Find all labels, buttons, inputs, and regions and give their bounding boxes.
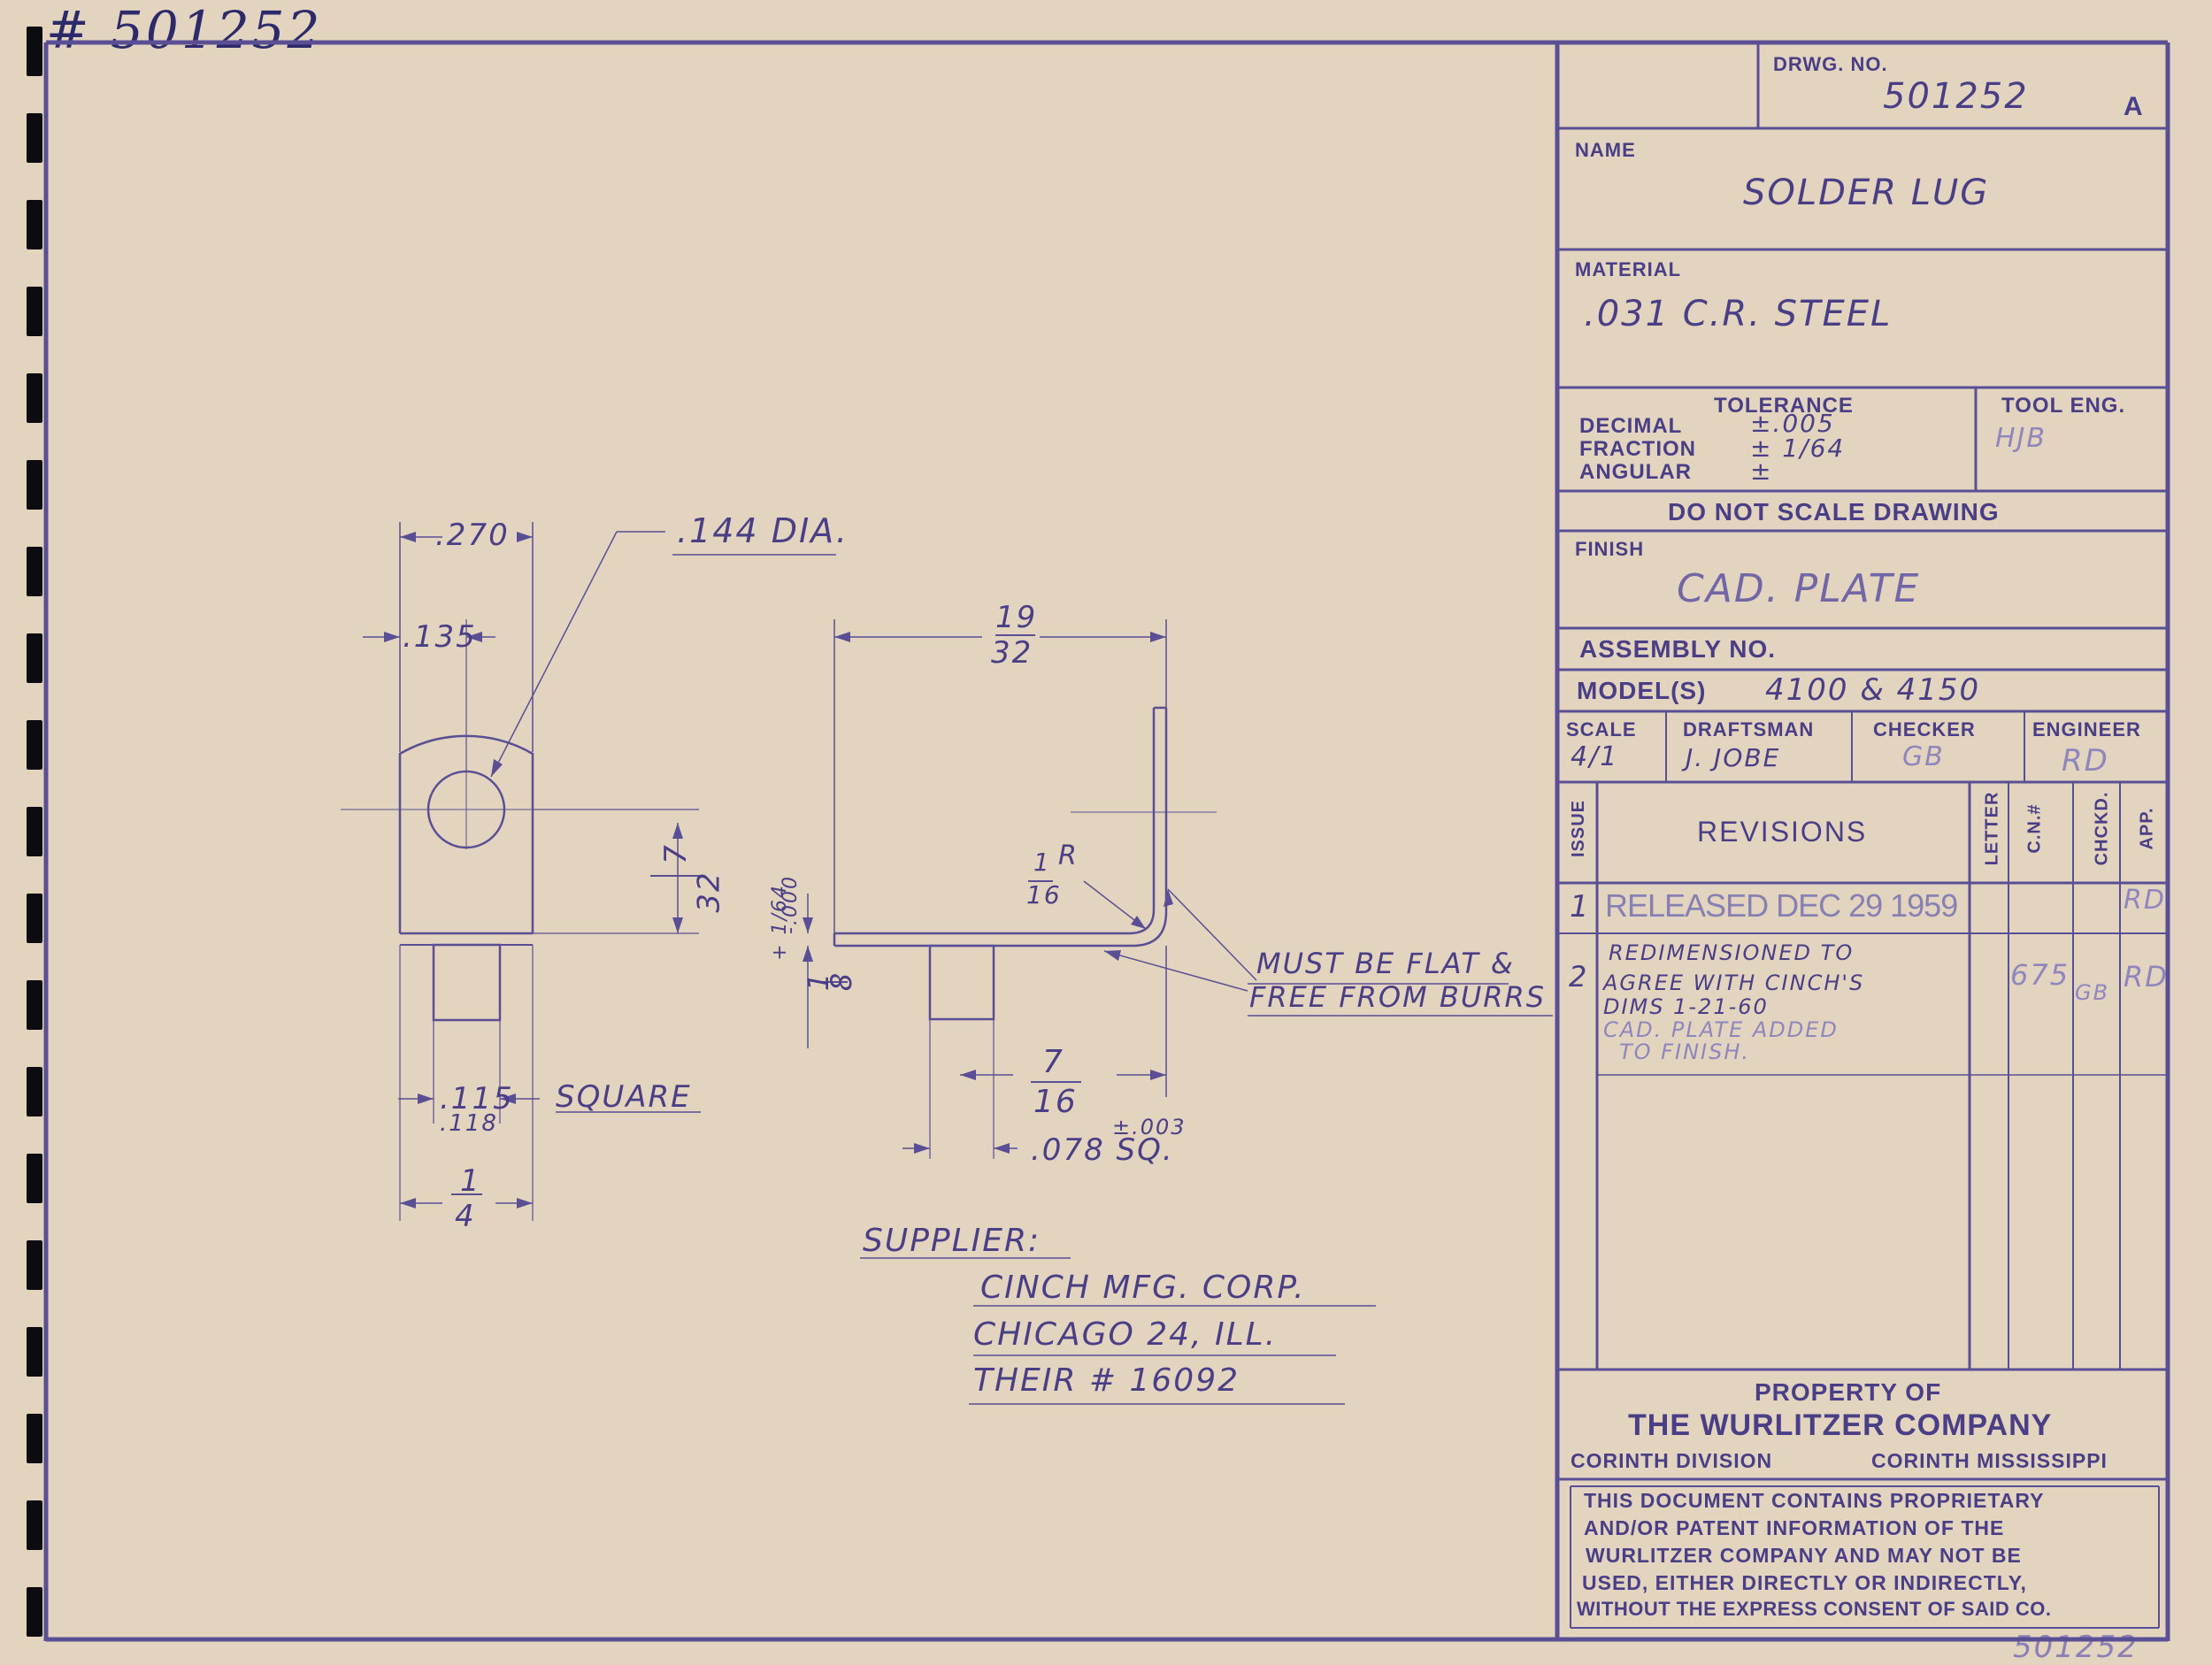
do-not-scale: DO NOT SCALE DRAWING bbox=[1668, 498, 2000, 526]
angular-label: ANGULAR bbox=[1579, 460, 1692, 484]
dim-115: .115 bbox=[440, 1081, 514, 1116]
supplier-line-1: CINCH MFG. CORP. bbox=[980, 1270, 1306, 1306]
radius-den: 16 bbox=[1026, 880, 1062, 909]
revision-1-app: RD bbox=[2124, 885, 2166, 916]
decimal-label: DECIMAL bbox=[1579, 414, 1683, 438]
square-label: SQUARE bbox=[556, 1079, 692, 1115]
tool-eng-signature: HJB bbox=[1995, 423, 2047, 454]
letter-header: LETTER bbox=[1982, 791, 2002, 866]
supplier-label: SUPPLIER: bbox=[863, 1223, 1041, 1259]
revisions-header: REVISIONS bbox=[1697, 816, 1868, 848]
scale-value: 4/1 bbox=[1571, 741, 1619, 772]
radius-num: 1 bbox=[1033, 848, 1051, 877]
dim-118: .118 bbox=[440, 1110, 498, 1137]
material-value: .031 C.R. STEEL bbox=[1584, 294, 1893, 334]
dim-19-32-num: 19 bbox=[995, 600, 1038, 635]
issue-header: ISSUE bbox=[1569, 799, 1589, 858]
revision-2-chckd: GB bbox=[2075, 980, 2110, 1005]
checker-value: GB bbox=[1902, 741, 1945, 772]
square-tolerance: ±.003 bbox=[1112, 1115, 1187, 1139]
drwg-no-label: DRWG. NO. bbox=[1773, 53, 1888, 75]
chckd-header: CHCKD. bbox=[2092, 791, 2112, 866]
finish-value: CAD. PLATE bbox=[1677, 566, 1921, 611]
note-line-2: FREE FROM BURRS bbox=[1249, 980, 1547, 1014]
supplier-line-2: CHICAGO 24, ILL. bbox=[973, 1316, 1278, 1353]
dim-1-4-num: 1 bbox=[460, 1163, 481, 1199]
supplier-line-3: THEIR # 16092 bbox=[973, 1362, 1240, 1399]
revision-2-line-3: DIMS 1-21-60 bbox=[1603, 994, 1769, 1019]
assembly-label: ASSEMBLY NO. bbox=[1579, 635, 1777, 663]
tool-eng-label: TOOL ENG. bbox=[2001, 394, 2126, 418]
division: CORINTH DIVISION bbox=[1571, 1449, 1773, 1472]
revision-2-line-4: CAD. PLATE ADDED bbox=[1603, 1017, 1839, 1042]
company-name: THE WURLITZER COMPANY bbox=[1628, 1408, 2053, 1442]
proprietary-line-4: USED, EITHER DIRECTLY OR INDIRECTLY, bbox=[1582, 1571, 2027, 1594]
dim-135: .135 bbox=[403, 619, 477, 655]
app-header: APP. bbox=[2137, 807, 2157, 850]
dim-19-32-den: 32 bbox=[991, 635, 1033, 671]
name-label: NAME bbox=[1575, 139, 1636, 161]
revision-1-text: RELEASED DEC 29 1959 bbox=[1605, 887, 1958, 924]
angular-value: ± bbox=[1750, 457, 1773, 486]
proprietary-line-5: WITHOUT THE EXPRESS CONSENT OF SAID CO. bbox=[1577, 1598, 2052, 1620]
property-of: PROPERTY OF bbox=[1755, 1378, 1942, 1406]
dim-7-16-num: 7 bbox=[1042, 1044, 1064, 1080]
dim-1-4-den: 4 bbox=[455, 1199, 476, 1234]
checker-label: CHECKER bbox=[1873, 718, 1976, 740]
finish-label: FINISH bbox=[1575, 538, 1645, 560]
note-line-1: MUST BE FLAT & bbox=[1256, 947, 1515, 980]
header-note: # 501252 bbox=[46, 0, 323, 60]
proprietary-line-3: WURLITZER COMPANY AND MAY NOT BE bbox=[1586, 1544, 2022, 1567]
proprietary-line-1: THIS DOCUMENT CONTAINS PROPRIETARY bbox=[1584, 1489, 2045, 1512]
location: CORINTH MISSISSIPPI bbox=[1871, 1449, 2108, 1472]
material-label: MATERIAL bbox=[1575, 258, 1682, 280]
revision-2-line-2: AGREE WITH CINCH'S bbox=[1603, 971, 1865, 995]
tolerance-minus: -.000 bbox=[779, 875, 802, 934]
dim-7-32-num: 7 bbox=[657, 843, 694, 864]
revision-2-app: RD bbox=[2124, 960, 2169, 994]
models-value: 4100 & 4150 bbox=[1765, 672, 1981, 708]
radius-r: R bbox=[1058, 840, 1079, 871]
dim-1-8-den: 8 bbox=[825, 971, 859, 992]
part-name: SOLDER LUG bbox=[1743, 173, 1990, 213]
fraction-value: ± 1/64 bbox=[1750, 434, 1846, 463]
dim-270: .270 bbox=[435, 518, 510, 553]
revision-1-issue: 1 bbox=[1570, 889, 1591, 925]
draftsman-value: J. JOBE bbox=[1686, 743, 1781, 772]
revision-2-line-5: TO FINISH. bbox=[1619, 1040, 1751, 1064]
drwg-no: 501252 bbox=[1883, 76, 2029, 117]
engineer-label: ENGINEER bbox=[2032, 718, 2141, 740]
dim-7-16-den: 16 bbox=[1033, 1084, 1078, 1120]
scale-label: SCALE bbox=[1566, 718, 1637, 740]
footer-note: 501252 bbox=[2013, 1630, 2139, 1665]
hole-dia-label: .144 DIA. bbox=[677, 511, 849, 550]
cn-header: C.N.# bbox=[2024, 803, 2045, 854]
decimal-value: ±.005 bbox=[1750, 409, 1835, 438]
engineer-signature: RD bbox=[2062, 743, 2109, 779]
revision-2-line-1: REDIMENSIONED TO bbox=[1609, 940, 1855, 965]
fraction-label: FRACTION bbox=[1579, 437, 1696, 461]
revision-letter: A bbox=[2124, 92, 2144, 121]
draftsman-label: DRAFTSMAN bbox=[1683, 718, 1815, 740]
revision-2-cn: 675 bbox=[2010, 958, 2070, 992]
proprietary-line-2: AND/OR PATENT INFORMATION OF THE bbox=[1584, 1516, 2005, 1539]
tolerance-label: TOLERANCE bbox=[1714, 394, 1854, 418]
models-label: MODEL(S) bbox=[1577, 677, 1707, 704]
square-dim: .078 SQ. bbox=[1031, 1132, 1174, 1168]
dim-7-32-den: 32 bbox=[691, 871, 727, 913]
revision-2-issue: 2 bbox=[1569, 960, 1589, 994]
